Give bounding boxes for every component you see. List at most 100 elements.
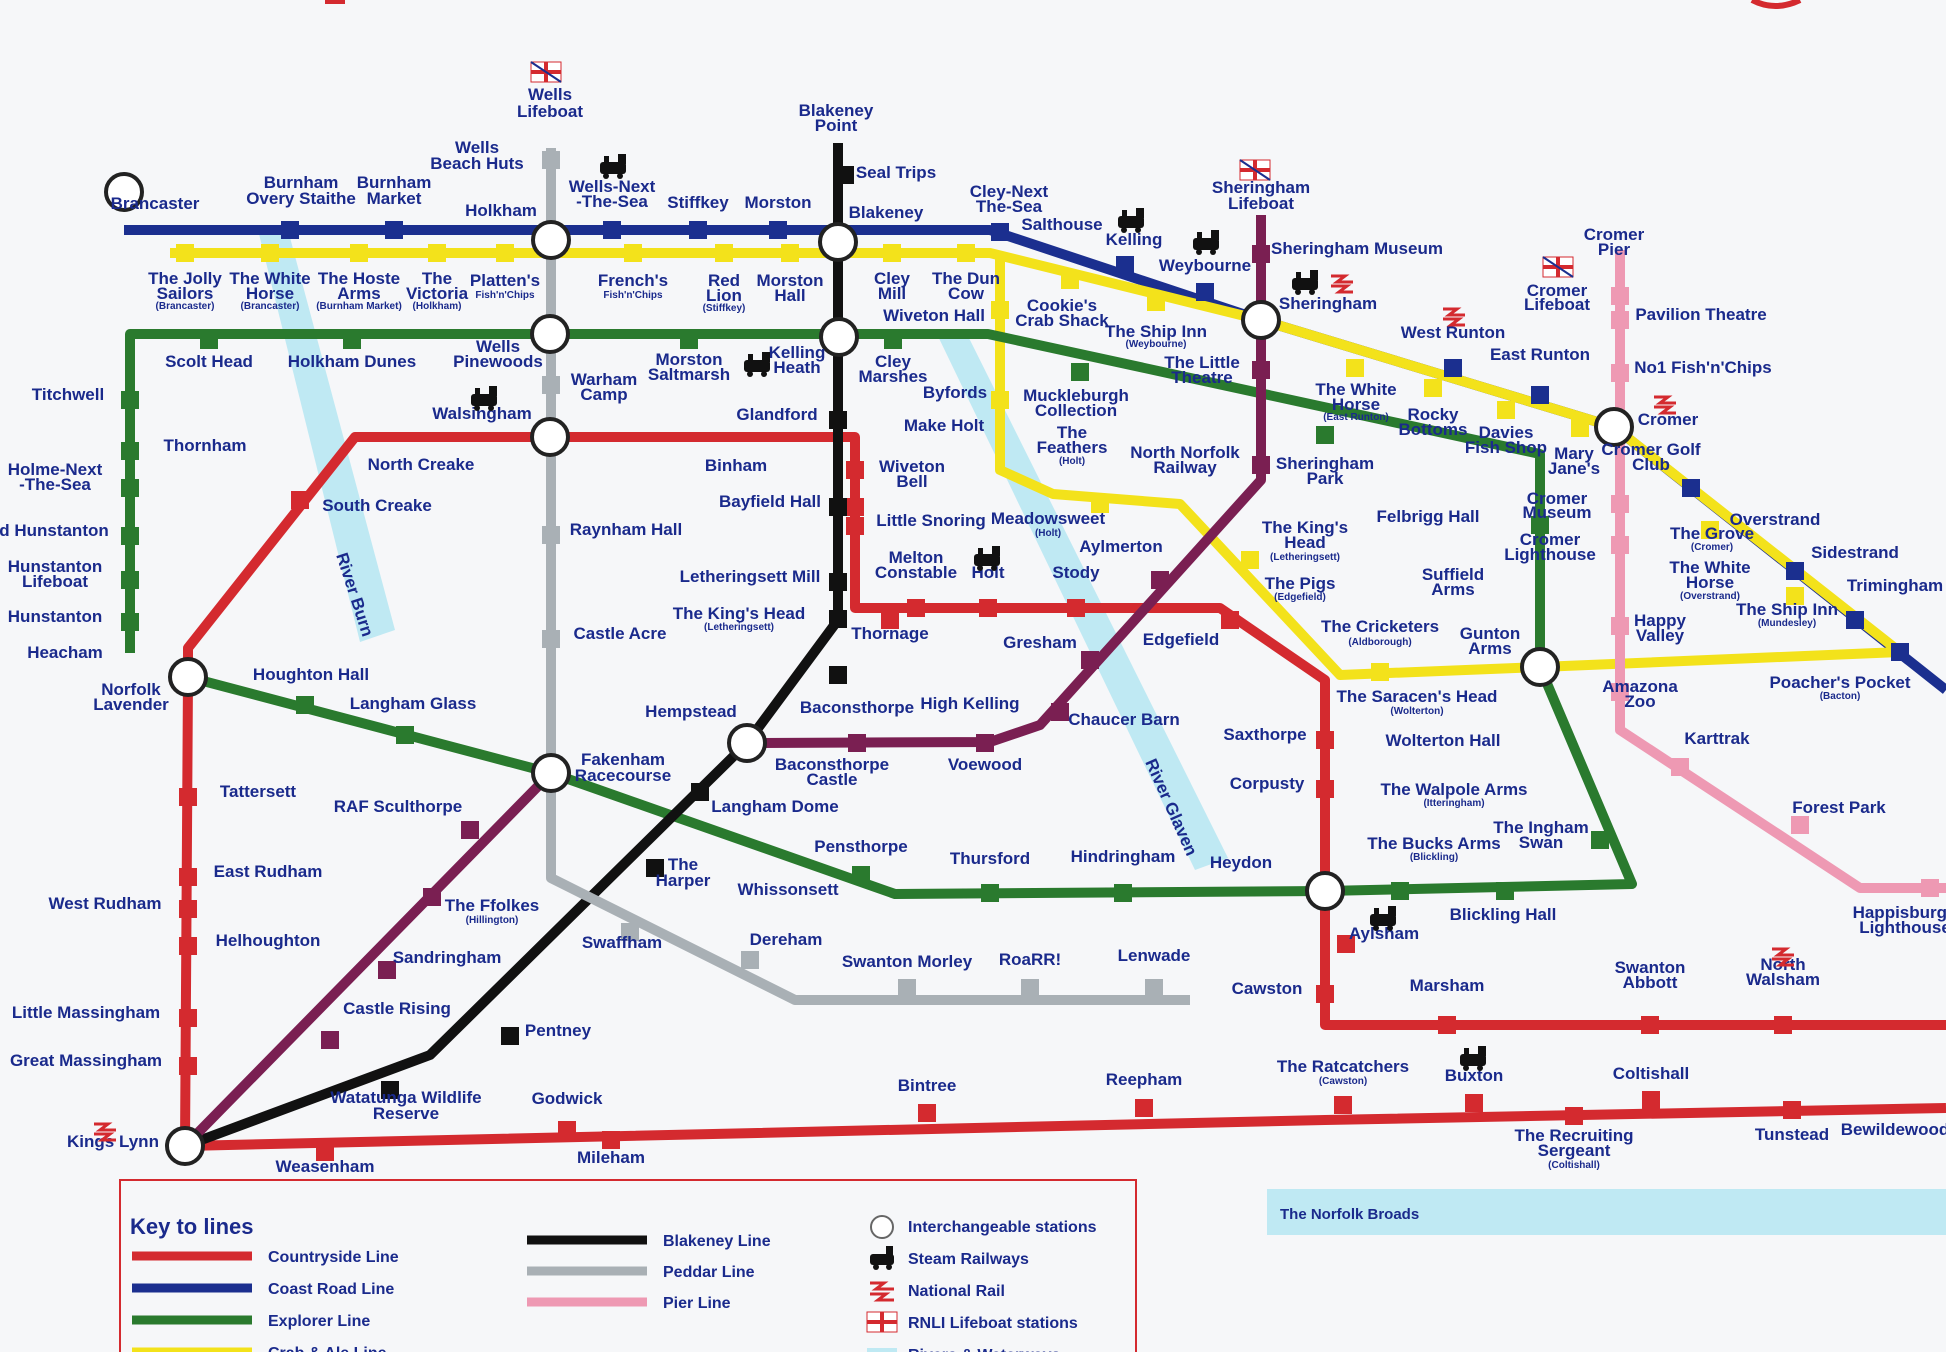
- interchange-lavender[interactable]: [168, 657, 208, 697]
- station-tick[interactable]: [689, 221, 707, 239]
- station-tick[interactable]: [1391, 882, 1409, 900]
- station-tick[interactable]: [179, 900, 197, 918]
- station-tick[interactable]: [1316, 780, 1334, 798]
- station-tick[interactable]: [846, 498, 864, 516]
- station-tick[interactable]: [1611, 683, 1629, 701]
- station-tick[interactable]: [881, 611, 899, 629]
- station-tick[interactable]: [121, 527, 139, 545]
- station-tick[interactable]: [423, 888, 441, 906]
- station-tick[interactable]: [1241, 551, 1259, 569]
- station-tick[interactable]: [1337, 935, 1355, 953]
- station-tick[interactable]: [1252, 245, 1270, 263]
- station-tick[interactable]: [1682, 479, 1700, 497]
- station-tick[interactable]: [558, 1121, 576, 1139]
- station-tick[interactable]: [121, 479, 139, 497]
- station-tick[interactable]: [848, 734, 866, 752]
- station-tick[interactable]: [898, 979, 916, 997]
- station-tick[interactable]: [343, 331, 361, 349]
- station-tick[interactable]: [1221, 611, 1239, 629]
- station-tick[interactable]: [1783, 1101, 1801, 1119]
- station-tick[interactable]: [991, 391, 1009, 409]
- station-tick[interactable]: [603, 221, 621, 239]
- station-tick[interactable]: [1081, 651, 1099, 669]
- station-tick[interactable]: [829, 573, 847, 591]
- station-tick[interactable]: [542, 151, 560, 169]
- interchange-kingslynn[interactable]: [165, 1126, 205, 1166]
- interchange-walsingham[interactable]: [530, 417, 570, 457]
- station-tick[interactable]: [176, 244, 194, 262]
- station-tick[interactable]: [1701, 521, 1719, 539]
- station-tick[interactable]: [1786, 562, 1804, 580]
- station-tick[interactable]: [1642, 1091, 1660, 1109]
- station-tick[interactable]: [957, 244, 975, 262]
- station-tick[interactable]: [829, 411, 847, 429]
- station-tick[interactable]: [1531, 516, 1549, 534]
- station-tick[interactable]: [179, 868, 197, 886]
- station-tick[interactable]: [1571, 419, 1589, 437]
- station-tick[interactable]: [769, 221, 787, 239]
- station-tick[interactable]: [976, 734, 994, 752]
- station-tick[interactable]: [1611, 617, 1629, 635]
- station-tick[interactable]: [1671, 758, 1689, 776]
- station-tick[interactable]: [1497, 401, 1515, 419]
- station-tick[interactable]: [1334, 1096, 1352, 1114]
- station-tick[interactable]: [1846, 611, 1864, 629]
- station-tick[interactable]: [1071, 363, 1089, 381]
- station-tick[interactable]: [829, 498, 847, 516]
- station-tick[interactable]: [1316, 426, 1334, 444]
- station-tick[interactable]: [979, 599, 997, 617]
- station-tick[interactable]: [846, 461, 864, 479]
- station-tick[interactable]: [296, 696, 314, 714]
- station-tick[interactable]: [1591, 831, 1609, 849]
- station-tick[interactable]: [291, 491, 309, 509]
- station-tick[interactable]: [1891, 643, 1909, 661]
- station-tick[interactable]: [385, 221, 403, 239]
- station-tick[interactable]: [1252, 456, 1270, 474]
- station-tick[interactable]: [1611, 536, 1629, 554]
- station-tick[interactable]: [1151, 571, 1169, 589]
- station-tick[interactable]: [121, 613, 139, 631]
- station-tick[interactable]: [1611, 495, 1629, 513]
- station-tick[interactable]: [542, 526, 560, 544]
- station-tick[interactable]: [121, 442, 139, 460]
- station-tick[interactable]: [542, 630, 560, 648]
- station-tick[interactable]: [378, 961, 396, 979]
- station-tick[interactable]: [1921, 879, 1939, 897]
- station-tick[interactable]: [261, 244, 279, 262]
- station-tick[interactable]: [496, 244, 514, 262]
- station-tick[interactable]: [907, 599, 925, 617]
- station-tick[interactable]: [1316, 731, 1334, 749]
- station-tick[interactable]: [381, 1081, 399, 1099]
- station-tick[interactable]: [1145, 979, 1163, 997]
- station-tick[interactable]: [1424, 379, 1442, 397]
- station-tick[interactable]: [1786, 587, 1804, 605]
- station-tick[interactable]: [829, 610, 847, 628]
- station-tick[interactable]: [396, 726, 414, 744]
- station-tick[interactable]: [781, 244, 799, 262]
- station-tick[interactable]: [991, 223, 1009, 241]
- station-tick[interactable]: [501, 1027, 519, 1045]
- station-tick[interactable]: [646, 859, 664, 877]
- station-tick[interactable]: [542, 376, 560, 394]
- station-tick[interactable]: [624, 244, 642, 262]
- station-tick[interactable]: [1061, 271, 1079, 289]
- station-tick[interactable]: [1791, 816, 1809, 834]
- station-tick[interactable]: [281, 221, 299, 239]
- station-tick[interactable]: [846, 517, 864, 535]
- station-tick[interactable]: [1252, 361, 1270, 379]
- interchange-blakeney[interactable]: [818, 222, 858, 262]
- station-tick[interactable]: [691, 783, 709, 801]
- station-tick[interactable]: [852, 866, 870, 884]
- station-tick[interactable]: [1565, 1107, 1583, 1125]
- interchange-gunton[interactable]: [1520, 647, 1560, 687]
- station-tick[interactable]: [680, 331, 698, 349]
- station-tick[interactable]: [179, 1057, 197, 1075]
- station-tick[interactable]: [1611, 287, 1629, 305]
- station-tick[interactable]: [1067, 599, 1085, 617]
- station-tick[interactable]: [1438, 1016, 1456, 1034]
- interchange-fakenham[interactable]: [531, 753, 571, 793]
- station-tick[interactable]: [321, 1031, 339, 1049]
- interchange-heydon[interactable]: [1305, 871, 1345, 911]
- station-tick[interactable]: [991, 301, 1009, 319]
- station-tick[interactable]: [1611, 364, 1629, 382]
